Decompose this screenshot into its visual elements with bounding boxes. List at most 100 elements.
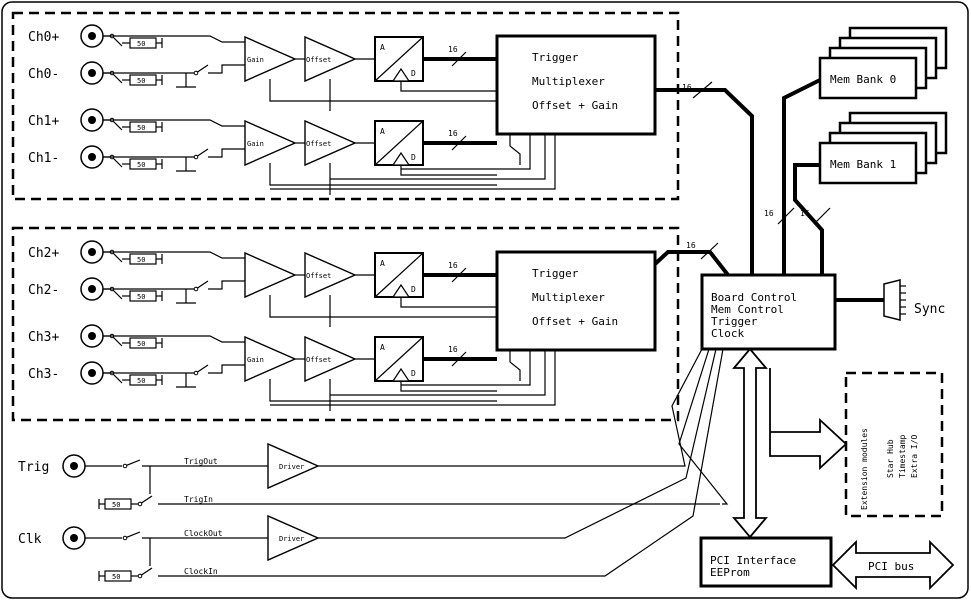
trigger-mux-block-a: Trigger Multiplexer Offset + Gain xyxy=(495,34,657,136)
io-block: Clk Driver ClockOut 50 ClockIn xyxy=(18,514,600,582)
resistor-label: 50 xyxy=(137,77,145,85)
resistor-label: 50 xyxy=(137,124,145,132)
bus-slash xyxy=(451,135,467,151)
mem-control-label: Mem Control xyxy=(711,303,784,316)
bus-mux-b xyxy=(653,250,730,277)
bus-width-label: 16 xyxy=(682,83,692,92)
adc-a-label: A xyxy=(380,43,385,52)
adc-d-label: D xyxy=(411,153,416,162)
adc-a-label: A xyxy=(380,259,385,268)
adc-a-label: A xyxy=(380,127,385,136)
trigger-mux-label-offset-gain: Offset + Gain xyxy=(532,315,618,328)
bus-width-label: 16 xyxy=(448,45,458,54)
channel-label: Ch0+ xyxy=(28,30,59,45)
trigger-mux-label-offset-gain: Offset + Gain xyxy=(532,99,618,112)
gain-label: Gain xyxy=(247,56,264,64)
bus-slash xyxy=(451,267,467,283)
mem-bank-label: Mem Bank 0 xyxy=(830,73,896,86)
resistor-label: 50 xyxy=(137,340,145,348)
resistor-label: 50 xyxy=(137,161,145,169)
resistor-label: 50 xyxy=(137,293,145,301)
bus-slash xyxy=(700,242,719,260)
offset-amplifier xyxy=(304,119,357,167)
clock-label: Clock xyxy=(711,327,744,340)
extension-modules-block: Extension modules Star Hub Timestamp Ext… xyxy=(844,371,944,518)
io-in-label: ClockIn xyxy=(184,567,218,576)
board-extension-arrow xyxy=(769,368,848,471)
pci-interface-block: PCI Interface EEProm xyxy=(699,536,833,588)
resistor-label: 50 xyxy=(112,501,120,509)
channel-group-2-3 xyxy=(11,226,680,422)
trigger-mux-label-trigger: Trigger xyxy=(532,267,579,280)
bus-slash xyxy=(451,351,467,367)
offset-amplifier xyxy=(304,335,357,383)
mem-bank-stack: Mem Bank 1 xyxy=(818,111,948,185)
pci-interface-label: PCI Interface xyxy=(710,554,796,567)
mem-bank-stack: Mem Bank 0 xyxy=(818,26,948,100)
trigger-mux-label-trigger: Trigger xyxy=(532,51,579,64)
extension-modules-label: Extension modules xyxy=(860,428,869,510)
offset-amplifier xyxy=(304,251,357,299)
adc-a-label: A xyxy=(380,343,385,352)
pci-bus-arrow xyxy=(831,539,955,591)
bus-slash xyxy=(451,51,467,67)
channel-group-0-1 xyxy=(11,11,680,201)
channel-label: Ch3+ xyxy=(28,330,59,345)
bus-width-label: 16 xyxy=(686,241,696,250)
bus-width-label: 16 xyxy=(448,261,458,270)
adc-d-label: D xyxy=(411,369,416,378)
bus-slash xyxy=(777,207,795,225)
resistor-label: 50 xyxy=(137,377,145,385)
bus-width-label: 16 xyxy=(764,209,774,218)
sync-connector: Sync xyxy=(835,279,945,321)
resistor-label: 50 xyxy=(112,573,120,581)
trigger-mux-label-multiplexer: Multiplexer xyxy=(532,75,605,88)
extra-io-label: Extra I/O xyxy=(910,434,919,478)
gain-amplifier xyxy=(244,251,297,299)
channel-label: Ch2+ xyxy=(28,246,59,261)
offset-label: Offset xyxy=(306,272,331,280)
io-in-label: TrigIn xyxy=(184,495,213,504)
driver-amplifier xyxy=(267,514,320,562)
board-control-label: Board Control xyxy=(711,291,797,304)
bus-width-label: 16 xyxy=(448,345,458,354)
gain-amplifier xyxy=(244,35,297,83)
bus-mem-bank-1 xyxy=(793,163,824,275)
io-label: Trig xyxy=(18,460,49,475)
channel-label: Ch3- xyxy=(28,367,59,382)
bus-width-label: 16 xyxy=(448,129,458,138)
mem-bank-label: Mem Bank 1 xyxy=(830,158,896,171)
bus-mem-bank-0 xyxy=(782,78,821,275)
offset-label: Offset xyxy=(306,56,331,64)
channel-label: Ch0- xyxy=(28,67,59,82)
adc-d-label: D xyxy=(411,285,416,294)
adc-d-label: D xyxy=(411,69,416,78)
driver-label: Driver xyxy=(279,535,304,543)
bus-width-label: 16 xyxy=(800,209,810,218)
io-out-label: ClockOut xyxy=(184,529,223,538)
trigger-label: Trigger xyxy=(711,315,758,328)
sync-label: Sync xyxy=(914,302,945,317)
gain-amplifier xyxy=(244,335,297,383)
channel-label: Ch2- xyxy=(28,283,59,298)
trigger-mux-label-multiplexer: Multiplexer xyxy=(532,291,605,304)
board-control-block: Board Control Mem Control Trigger Clock xyxy=(700,273,837,351)
resistor-label: 50 xyxy=(137,256,145,264)
pci-bus-label: PCI bus xyxy=(868,560,914,573)
offset-label: Offset xyxy=(306,356,331,364)
board-pci-double-arrow xyxy=(732,347,768,539)
timestamp-label: Timestamp xyxy=(898,434,907,478)
offset-amplifier xyxy=(304,35,357,83)
trigger-mux-block-b: Trigger Multiplexer Offset + Gain xyxy=(495,250,657,352)
offset-label: Offset xyxy=(306,140,331,148)
gain-label: Gain xyxy=(247,140,264,148)
gain-amplifier xyxy=(244,119,297,167)
io-label: Clk xyxy=(18,532,42,547)
star-hub-label: Star Hub xyxy=(886,439,895,478)
